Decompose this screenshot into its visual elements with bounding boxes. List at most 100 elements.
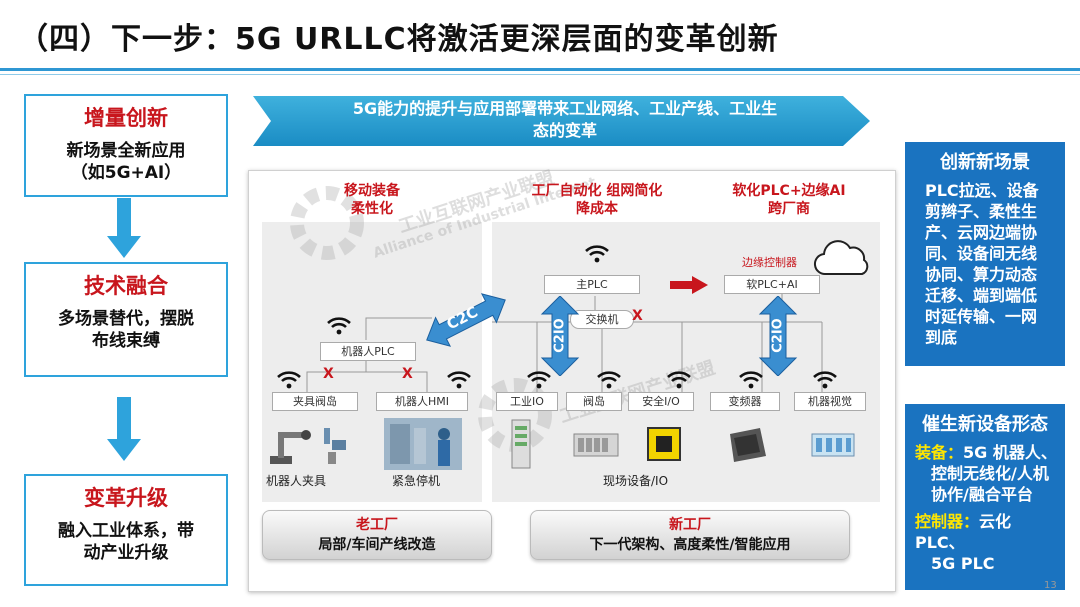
box-line: 迁移、端到端低: [925, 286, 1038, 305]
emergency-stop-caption: 紧急停机: [392, 474, 441, 488]
field-devices-caption: 现场设备/IO: [603, 474, 669, 488]
main-plc-node: 主PLC: [544, 275, 640, 294]
cloud-icon: [814, 240, 869, 276]
box-heading: 变革升级: [84, 486, 168, 510]
transformation-upgrade-box: 变革升级 融入工业体系，带 动产业升级: [24, 474, 228, 586]
down-arrow-icon: [107, 198, 141, 258]
box-line: 同、设备间无线: [925, 244, 1038, 263]
disconnect-mark: X: [323, 366, 334, 382]
box-body-line2: 布线束缚: [92, 331, 160, 351]
innovative-scenes-box: 创新新场景 PLC拉远、设备 剪辫子、柔性生 产、云网边端协 同、设备间无线 协…: [905, 142, 1065, 366]
label-line2: 降成本: [576, 201, 618, 217]
box-body: PLC拉远、设备 剪辫子、柔性生 产、云网边端协 同、设备间无线 协同、算力动态…: [905, 174, 1065, 348]
right-arrow-icon: [670, 276, 708, 294]
switch-node: 交换机: [570, 310, 634, 329]
page-title: （四）下一步：5G URLLC将激活更深层面的变革创新: [18, 22, 779, 57]
robot-hmi-node: 机器人HMI: [376, 392, 468, 411]
wifi-icon: [447, 371, 471, 389]
new-factory-card: 新工厂 下一代架构、高度柔性/智能应用: [530, 510, 850, 560]
label-line2: 跨厂商: [768, 201, 810, 217]
label-line2: 柔性化: [351, 201, 393, 217]
incremental-innovation-box: 增量创新 新场景全新应用 （如5G+AI）: [24, 94, 228, 197]
box-body-line2: 动产业升级: [83, 543, 169, 563]
old-factory-card: 老工厂 局部/车间产线改造: [262, 510, 492, 560]
wifi-icon: [585, 245, 609, 263]
machine-vision-image: [811, 433, 855, 457]
label-line1: 工厂自动化 组网简化: [531, 183, 663, 199]
box-body-line1: 多场景替代，摆脱: [58, 309, 194, 329]
new-device-forms-box: 催生新设备形态 装备：5G 机器人、 控制无线化/人机 协作/融合平台 控制器：…: [905, 404, 1065, 590]
soft-plc-node: 软PLC+AI: [724, 275, 820, 294]
valve-island-image: [573, 433, 619, 457]
industrial-io-node: 工业IO: [496, 392, 558, 411]
controller-label: 控制器：: [915, 512, 980, 531]
banner-line1: 5G能力的提升与应用部署带来工业网络、工业产线、工业生: [352, 99, 778, 118]
robot-gripper-caption: 机器人夹具: [266, 474, 327, 488]
inverter-node: 变频器: [710, 392, 780, 411]
banner-chevron: [253, 96, 870, 146]
wifi-icon: [739, 371, 763, 389]
robot-plc-node: 机器人PLC: [320, 342, 416, 361]
equipment-label: 装备：: [915, 443, 964, 462]
c2io-arrow-left: [540, 296, 580, 376]
banner-line2: 态的变革: [532, 121, 597, 140]
label-line1: 软化PLC+边缘AI: [732, 183, 846, 199]
card-heading: 新工厂: [669, 517, 711, 533]
box-line: 5G 机器人、: [963, 443, 1057, 462]
gripper-valve-node: 夹具阀岛: [272, 392, 358, 411]
tech-fusion-box: 技术融合 多场景替代，摆脱 布线束缚: [24, 262, 228, 377]
page-number: 13: [1044, 580, 1057, 591]
box-heading: 催生新设备形态: [922, 414, 1048, 435]
c2c-arrow: [426, 293, 506, 347]
box-line: 云化PLC、: [915, 512, 1012, 552]
box-heading: 技术融合: [84, 274, 168, 298]
robot-gripper-image: [270, 428, 346, 464]
box-line: 协同、算力动态: [925, 265, 1038, 284]
box-body-line1: 新场景全新应用: [66, 141, 186, 161]
edge-controller-label: 边缘控制器: [742, 256, 797, 269]
softplc-zone-label: 软化PLC+边缘AI 跨厂商: [714, 182, 864, 218]
safety-io-node: 安全I/O: [628, 392, 694, 411]
box-line: PLC拉远、设备: [925, 181, 1039, 200]
gear-watermark-icon: [290, 186, 364, 260]
wifi-icon: [277, 371, 301, 389]
wifi-icon: [667, 371, 691, 389]
wifi-icon: [813, 371, 837, 389]
box-line: 控制无线化/人机: [931, 464, 1049, 483]
safety-io-image: [647, 427, 681, 461]
inverter-image: [730, 428, 766, 462]
c2io-arrow-right: [758, 296, 798, 376]
box-line: 5G PLC: [931, 554, 995, 573]
box-body-line2: （如5G+AI）: [70, 163, 182, 183]
card-heading: 老工厂: [356, 517, 398, 533]
wifi-icon: [527, 371, 551, 389]
box-line: 剪辫子、柔性生: [925, 202, 1038, 221]
disconnect-mark: X: [402, 366, 413, 382]
label-line1: 移动装备: [344, 183, 400, 199]
automation-zone-label: 工厂自动化 组网简化 降成本: [508, 182, 686, 218]
box-line: 协作/融合平台: [931, 485, 1033, 504]
title-divider: [0, 68, 1080, 71]
wifi-icon: [597, 371, 621, 389]
box-line: 时延传输、一网: [925, 307, 1038, 326]
box-line: 到底: [925, 328, 958, 347]
box-body-line1: 融入工业体系，带: [58, 521, 194, 541]
banner-text: 5G能力的提升与应用部署带来工业网络、工业产线、工业生 态的变革: [280, 98, 850, 142]
box-line: 产、云网边端协: [925, 223, 1038, 242]
card-body: 下一代架构、高度柔性/智能应用: [589, 537, 791, 553]
c2io-label: C2IO: [770, 318, 786, 353]
valve-island-node: 阀岛: [566, 392, 622, 411]
c2io-label: C2IO: [552, 318, 568, 353]
emergency-stop-image: [384, 418, 462, 470]
box-heading: 增量创新: [84, 106, 168, 130]
down-arrow-icon: [107, 397, 141, 461]
title-divider-thin: [0, 74, 1080, 75]
card-body: 局部/车间产线改造: [318, 537, 436, 553]
io-module-image: [511, 419, 531, 469]
box-body: 装备：5G 机器人、 控制无线化/人机 协作/融合平台 控制器：云化PLC、 5…: [905, 436, 1065, 574]
wifi-icon: [327, 317, 351, 335]
disconnect-mark: X: [632, 308, 643, 324]
box-heading: 创新新场景: [940, 152, 1030, 173]
mobile-zone-label: 移动装备 柔性化: [312, 182, 432, 218]
machine-vision-node: 机器视觉: [794, 392, 866, 411]
